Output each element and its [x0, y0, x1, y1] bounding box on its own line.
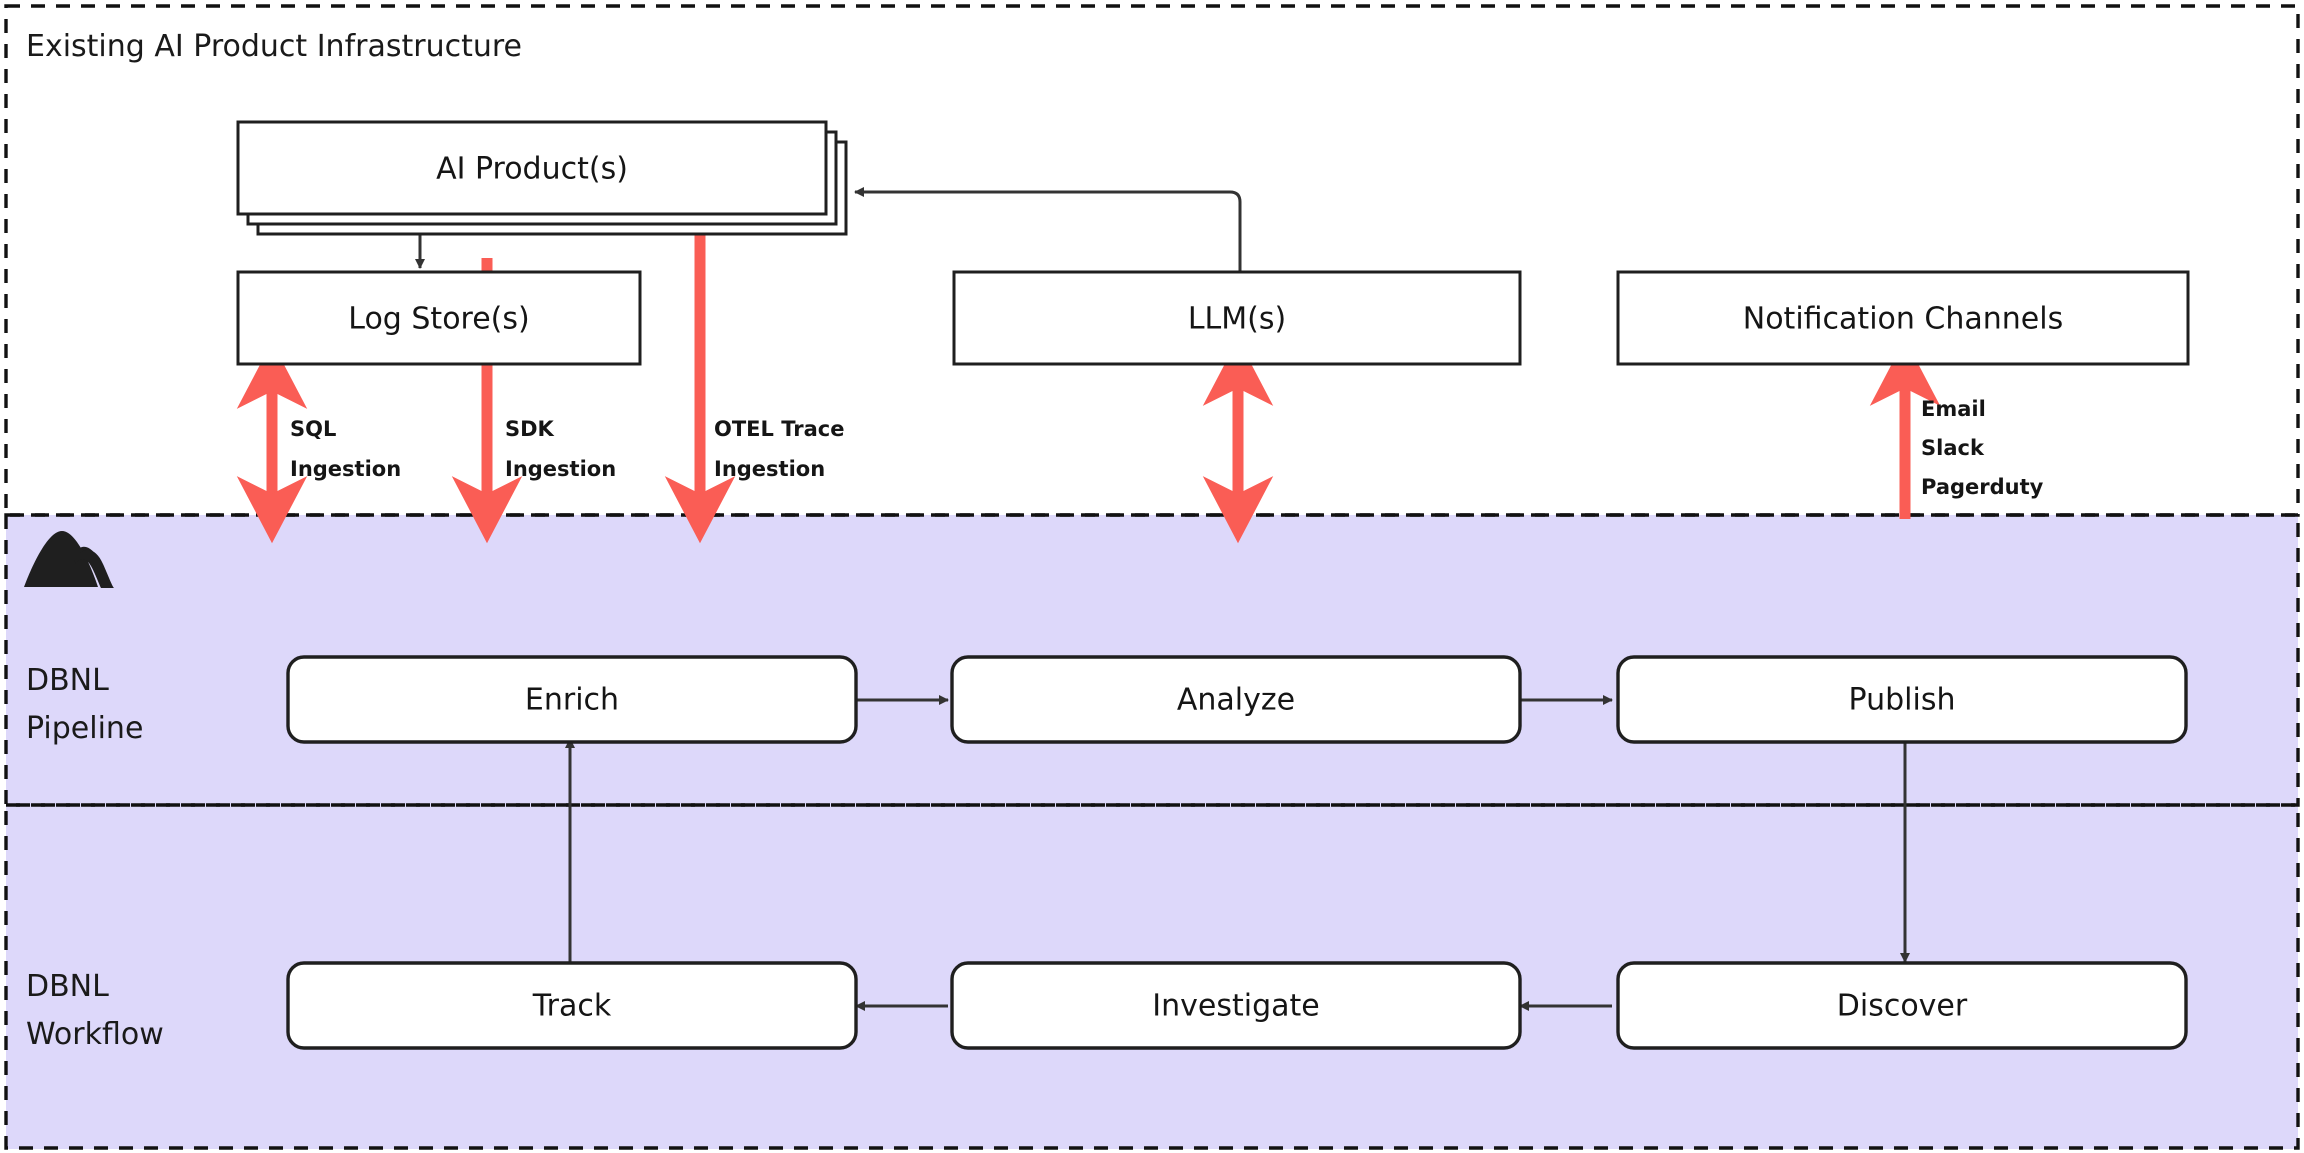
node-track[interactable]	[286, 961, 858, 1050]
node-investigate[interactable]	[950, 961, 1522, 1050]
region-pipeline-border	[4, 513, 2300, 807]
node-publish[interactable]	[1616, 655, 2188, 744]
node-llms[interactable]	[952, 270, 1522, 366]
region-pipeline-title-line1: DBNL	[26, 663, 109, 698]
node-analyze[interactable]	[950, 655, 1522, 744]
edge-label-notification-line2: Slack	[1921, 436, 1985, 460]
node-notification-channels[interactable]	[1616, 270, 2190, 366]
node-notification-channels-label: Notification Channels	[1743, 302, 2063, 337]
region-workflow-title-line2: Workflow	[26, 1017, 164, 1052]
node-analyze-label: Analyze	[1177, 683, 1295, 718]
edge-label-notification-line1: Email	[1921, 397, 1986, 421]
node-llms-label: LLM(s)	[1188, 302, 1286, 337]
region-pipeline-title-line2: Pipeline	[26, 711, 143, 746]
region-workflow-border	[4, 803, 2300, 1150]
edge-llms-to-aiproducts	[854, 187, 1242, 272]
node-discover[interactable]	[1616, 961, 2188, 1050]
node-log-stores-label: Log Store(s)	[348, 302, 529, 337]
edge-label-otel-ingestion-line2: Ingestion	[714, 457, 825, 481]
region-workflow-title-line1: DBNL	[26, 969, 109, 1004]
edge-label-sql-ingestion-line2: Ingestion	[290, 457, 401, 481]
edge-label-notification-line3: Pagerduty	[1921, 475, 2044, 499]
edge-label-sdk-ingestion-line1: SDK	[505, 417, 555, 441]
region-infra-title: Existing AI Product Infrastructure	[26, 29, 522, 64]
dbnl-mountain-logo-icon	[24, 531, 116, 588]
edge-label-sql-ingestion-line1: SQL	[290, 417, 336, 441]
node-enrich-label: Enrich	[525, 683, 619, 718]
edge-label-sdk-ingestion-line2: Ingestion	[505, 457, 616, 481]
node-publish-label: Publish	[1849, 683, 1956, 718]
node-investigate-label: Investigate	[1152, 989, 1319, 1024]
node-ai-products[interactable]	[236, 120, 828, 216]
edge-label-otel-ingestion-line1: OTEL Trace	[714, 417, 844, 441]
node-track-label: Track	[532, 989, 612, 1024]
node-discover-label: Discover	[1837, 989, 1968, 1024]
node-enrich[interactable]	[286, 655, 858, 744]
node-ai-products-label: AI Product(s)	[436, 152, 628, 187]
node-log-stores[interactable]	[236, 270, 642, 366]
